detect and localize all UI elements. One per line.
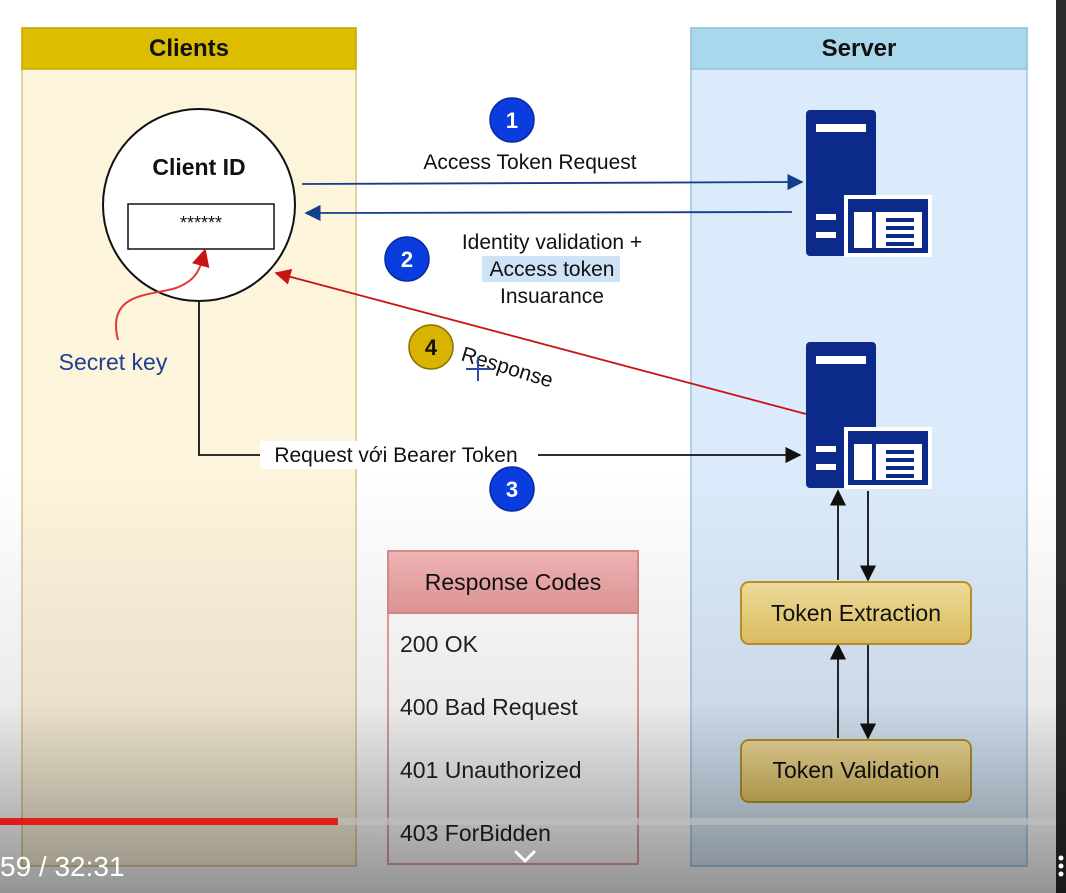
token-validation-box: Token Validation bbox=[740, 739, 972, 803]
code-401: 401 Unauthorized bbox=[400, 757, 582, 783]
code-400: 400 Bad Request bbox=[400, 694, 578, 720]
secret-key-label: Secret key bbox=[59, 349, 168, 375]
token-extraction-box: Token Extraction bbox=[740, 581, 972, 645]
token-extraction-label: Token Extraction bbox=[771, 600, 941, 626]
step-3-badge bbox=[489, 466, 535, 512]
client-id-title: Client ID bbox=[152, 154, 245, 180]
secret-key-pointer bbox=[115, 248, 210, 341]
step-2-badge bbox=[384, 236, 430, 282]
bearer-label-bg bbox=[260, 441, 538, 469]
token-issuance-arrow bbox=[304, 204, 793, 222]
step-2-label-line1: Identity validation + bbox=[462, 231, 642, 254]
step-2-label-line3: Insuarance bbox=[500, 285, 604, 308]
response-codes-header: Response Codes bbox=[425, 569, 601, 595]
step-1-number: 1 bbox=[506, 108, 518, 133]
client-node: Client ID ****** bbox=[102, 108, 296, 302]
step-1-label: Access Token Request bbox=[423, 151, 636, 174]
progress-fill bbox=[0, 818, 338, 825]
progress-track[interactable] bbox=[0, 818, 1056, 825]
bearer-request-arrow bbox=[198, 301, 802, 464]
chevron-down-icon[interactable] bbox=[514, 850, 536, 863]
code-200: 200 OK bbox=[400, 631, 479, 657]
window-edge bbox=[1056, 0, 1066, 893]
response-codes-table: Response Codes 200 OK 400 Bad Request 40… bbox=[387, 550, 639, 865]
step-3-number: 3 bbox=[506, 477, 518, 502]
step-4-badge bbox=[408, 324, 454, 370]
step-3-label: Request với Bearer Token bbox=[274, 444, 517, 467]
clients-lane-title: Clients bbox=[149, 35, 229, 62]
response-arrow bbox=[274, 268, 807, 415]
more-options-icon[interactable] bbox=[1058, 855, 1064, 877]
auth-server-icon bbox=[806, 110, 932, 257]
step-1-badge bbox=[489, 97, 535, 143]
resource-server-icon bbox=[806, 342, 932, 489]
step-2-number: 2 bbox=[401, 247, 413, 272]
step-4-number: 4 bbox=[425, 335, 438, 360]
server-lane-title: Server bbox=[822, 35, 897, 62]
text-highlight bbox=[482, 256, 620, 282]
cursor-crosshair bbox=[466, 357, 490, 381]
step-2-label-line2: Access token bbox=[490, 258, 615, 281]
token-validation-label: Token Validation bbox=[772, 757, 939, 783]
secret-value: ****** bbox=[180, 213, 222, 233]
time-display: 59 / 32:31 bbox=[0, 851, 125, 882]
access-token-request-arrow bbox=[301, 173, 804, 191]
